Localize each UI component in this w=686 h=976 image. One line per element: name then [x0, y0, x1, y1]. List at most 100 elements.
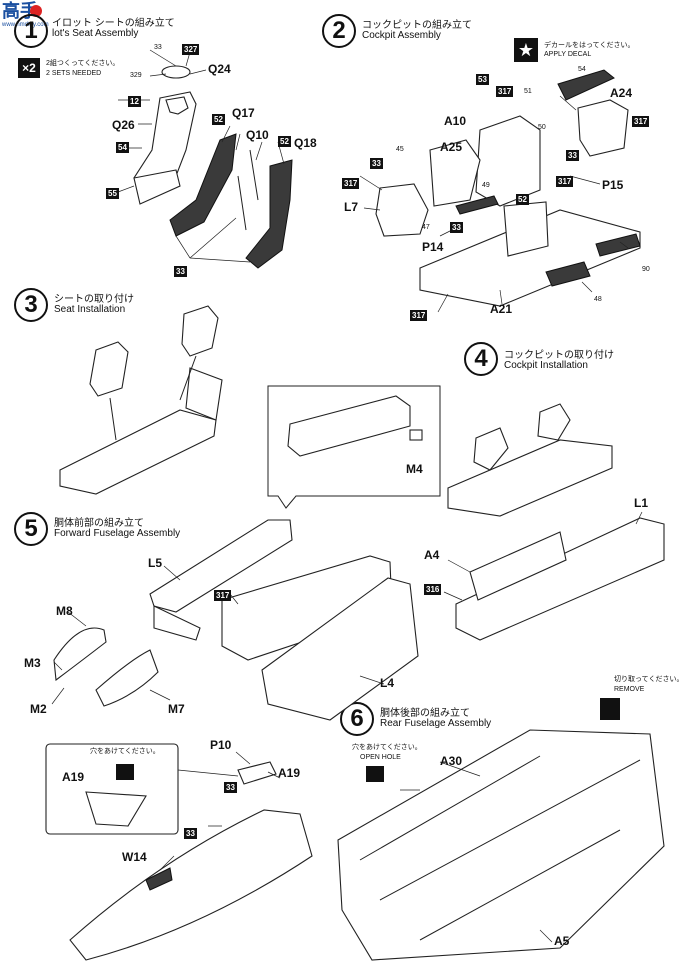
- part-329: 329: [130, 72, 142, 79]
- part-A21: A21: [490, 302, 513, 316]
- part-L7: L7: [344, 200, 359, 214]
- part-M7: M7: [168, 702, 185, 716]
- part-52-a: 52: [212, 114, 225, 125]
- step-1-title-en: lot's Seat Assembly: [52, 28, 139, 39]
- part-Q24: Q24: [208, 62, 231, 76]
- part-51: 51: [524, 88, 532, 95]
- part-12: 12: [128, 96, 141, 107]
- part-55: 55: [106, 188, 119, 199]
- part-54-a: 54: [116, 142, 129, 153]
- part-50: 50: [538, 124, 546, 131]
- part-M2: M2: [30, 702, 47, 716]
- step-6-number: 6: [340, 702, 374, 736]
- decal-note-jp: デカールをはってください。: [544, 42, 635, 49]
- part-Q17: Q17: [232, 106, 255, 120]
- part-M3: M3: [24, 656, 41, 670]
- part-33-f: 33: [224, 782, 237, 793]
- part-P15: P15: [602, 178, 624, 192]
- part-A4: A4: [424, 548, 440, 562]
- part-Q10: Q10: [246, 128, 269, 142]
- part-49: 49: [482, 182, 490, 189]
- step-5-number: 5: [14, 512, 48, 546]
- part-317-a: 317: [496, 86, 514, 97]
- step-4-title-en: Cockpit Installation: [504, 360, 588, 371]
- step-5-title-jp: 胴体前部の組み立て: [54, 518, 144, 529]
- part-33-g: 33: [184, 828, 197, 839]
- part-A24: A24: [610, 86, 633, 100]
- part-A10: A10: [444, 114, 467, 128]
- step-6-title-en: Rear Fuselage Assembly: [380, 718, 492, 729]
- part-47: 47: [422, 224, 430, 231]
- part-90: 90: [642, 266, 650, 273]
- part-M8: M8: [56, 604, 73, 618]
- part-327: 327: [182, 44, 200, 55]
- part-54-b: 54: [578, 66, 586, 73]
- part-52-b: 52: [278, 136, 291, 147]
- part-317-f: 317: [214, 590, 232, 601]
- cockpit-drawing: [359, 69, 641, 313]
- remove-icon: [600, 698, 620, 720]
- part-53: 53: [476, 74, 489, 85]
- part-317-d: 317: [342, 178, 360, 189]
- seat-drawing: [117, 49, 293, 269]
- remove-note-jp: 切り取ってください。: [614, 676, 684, 683]
- step-4-number: 4: [464, 342, 498, 376]
- remove-note-en: REMOVE: [614, 686, 645, 693]
- step-1-title-jp: イロット シートの組み立て: [52, 18, 175, 29]
- open-hole-note-en-2: OPEN HOLE: [360, 754, 401, 761]
- part-A5: A5: [554, 934, 570, 948]
- part-48: 48: [594, 296, 602, 303]
- forward-fuselage-drawing: [51, 519, 419, 721]
- part-L5: L5: [148, 556, 163, 570]
- part-317-b: 317: [632, 116, 650, 127]
- step-2-title-jp: コックピットの組み立て: [362, 20, 472, 31]
- step-2-number: 2: [322, 14, 356, 48]
- open-hole-note-jp-1: 穴をあけてください。: [90, 748, 160, 755]
- part-A19: A19: [278, 766, 301, 780]
- open-hole-note-jp-2: 穴をあけてください。: [352, 744, 422, 751]
- open-hole-icon-1: [116, 764, 134, 780]
- part-Q26: Q26: [112, 118, 135, 132]
- part-317-c: 317: [556, 176, 574, 187]
- part-A25: A25: [440, 140, 463, 154]
- step-1-number: 1: [14, 14, 48, 48]
- nose-drawing: [45, 743, 313, 961]
- part-316: 316: [424, 584, 442, 595]
- rear-fuselage-drawing: [337, 729, 665, 961]
- step-5-title-en: Forward Fuselage Assembly: [54, 528, 181, 539]
- part-P14: P14: [422, 240, 444, 254]
- open-hole-icon-2: [366, 766, 384, 782]
- callout-panel: [267, 385, 441, 509]
- cockpit-installation-drawing: [443, 403, 665, 641]
- step-3-title-jp: シートの取り付け: [54, 294, 134, 305]
- x2-note-en: 2 SETS NEEDED: [46, 70, 102, 77]
- decal-star-icon: ★: [514, 38, 538, 62]
- part-M4: M4: [406, 462, 423, 476]
- part-Q18: Q18: [294, 136, 317, 150]
- x2-note-jp: 2組つくってください。: [46, 60, 120, 67]
- part-33-e: 33: [450, 222, 463, 233]
- part-45: 45: [396, 146, 404, 153]
- part-317-e: 317: [410, 310, 428, 321]
- x2-badge: ×2: [18, 58, 40, 78]
- part-A19-inset: A19: [62, 770, 85, 784]
- seat-installation-drawing: [59, 305, 223, 495]
- step-4-title-jp: コックピットの取り付け: [504, 350, 614, 361]
- part-L4: L4: [380, 676, 395, 690]
- part-52-c: 52: [516, 194, 529, 205]
- part-L1: L1: [634, 496, 649, 510]
- part-A30: A30: [440, 754, 463, 768]
- step-2-title-en: Cockpit Assembly: [362, 30, 441, 41]
- step-3-title-en: Seat Installation: [54, 304, 126, 315]
- part-P10: P10: [210, 738, 232, 752]
- part-33-d: 33: [370, 158, 383, 169]
- step-6-title-jp: 胴体後部の組み立て: [380, 708, 470, 719]
- part-W14: W14: [122, 850, 147, 864]
- part-33-b: 33: [174, 266, 187, 277]
- part-33-c: 33: [566, 150, 579, 161]
- step-3-number: 3: [14, 288, 48, 322]
- decal-note-en: APPLY DECAL: [544, 51, 592, 58]
- part-33-a: 33: [154, 44, 162, 51]
